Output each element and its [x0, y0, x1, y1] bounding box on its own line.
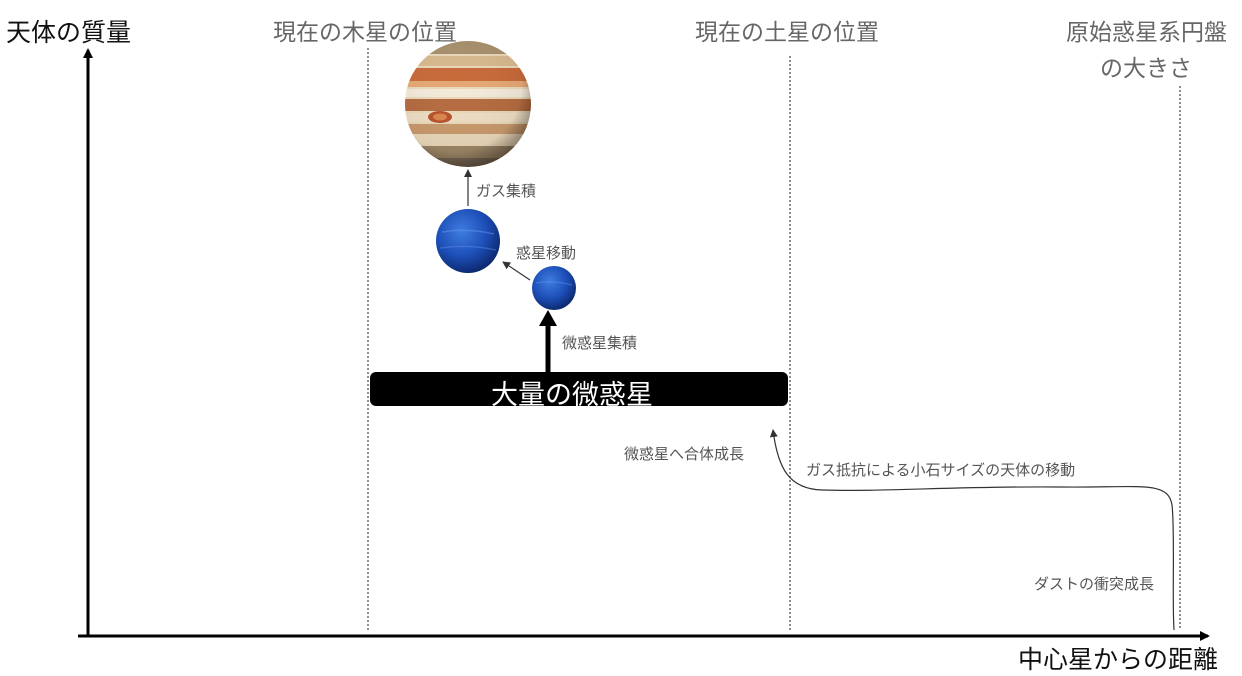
migration-label: 惑星移動 [516, 244, 577, 262]
small-blue-planet [532, 266, 576, 310]
planetesimal-bar [370, 372, 788, 406]
disk-size-label-line2: の大きさ [1100, 56, 1192, 82]
disk-size-label-line1: 原始惑星系円盤 [1066, 20, 1227, 46]
dust-growth-label: ダストの衝突成長 [1034, 575, 1155, 593]
medium-blue-planet [436, 209, 500, 273]
coalescence-label: 微惑星へ合体成長 [624, 445, 745, 463]
planetesimal-accretion-arrowhead [539, 310, 557, 326]
gas-accretion-label: ガス集積 [476, 182, 537, 200]
planetesimal-bar-label: 大量の微惑星 [491, 380, 653, 411]
jupiter-planet [405, 41, 531, 167]
gas-drag-label: ガス抵抗による小石サイズの天体の移動 [806, 461, 1076, 479]
y-axis-label: 天体の質量 [6, 18, 132, 47]
migration-arrow [502, 261, 531, 281]
x-axis-label: 中心星からの距離 [1018, 645, 1219, 674]
planetesimal-accretion-label: 微惑星集積 [562, 334, 638, 352]
jupiter-position-label: 現在の木星の位置 [273, 20, 457, 46]
saturn-position-label: 現在の土星の位置 [695, 20, 879, 46]
pebble-drift-curve [769, 429, 1175, 631]
